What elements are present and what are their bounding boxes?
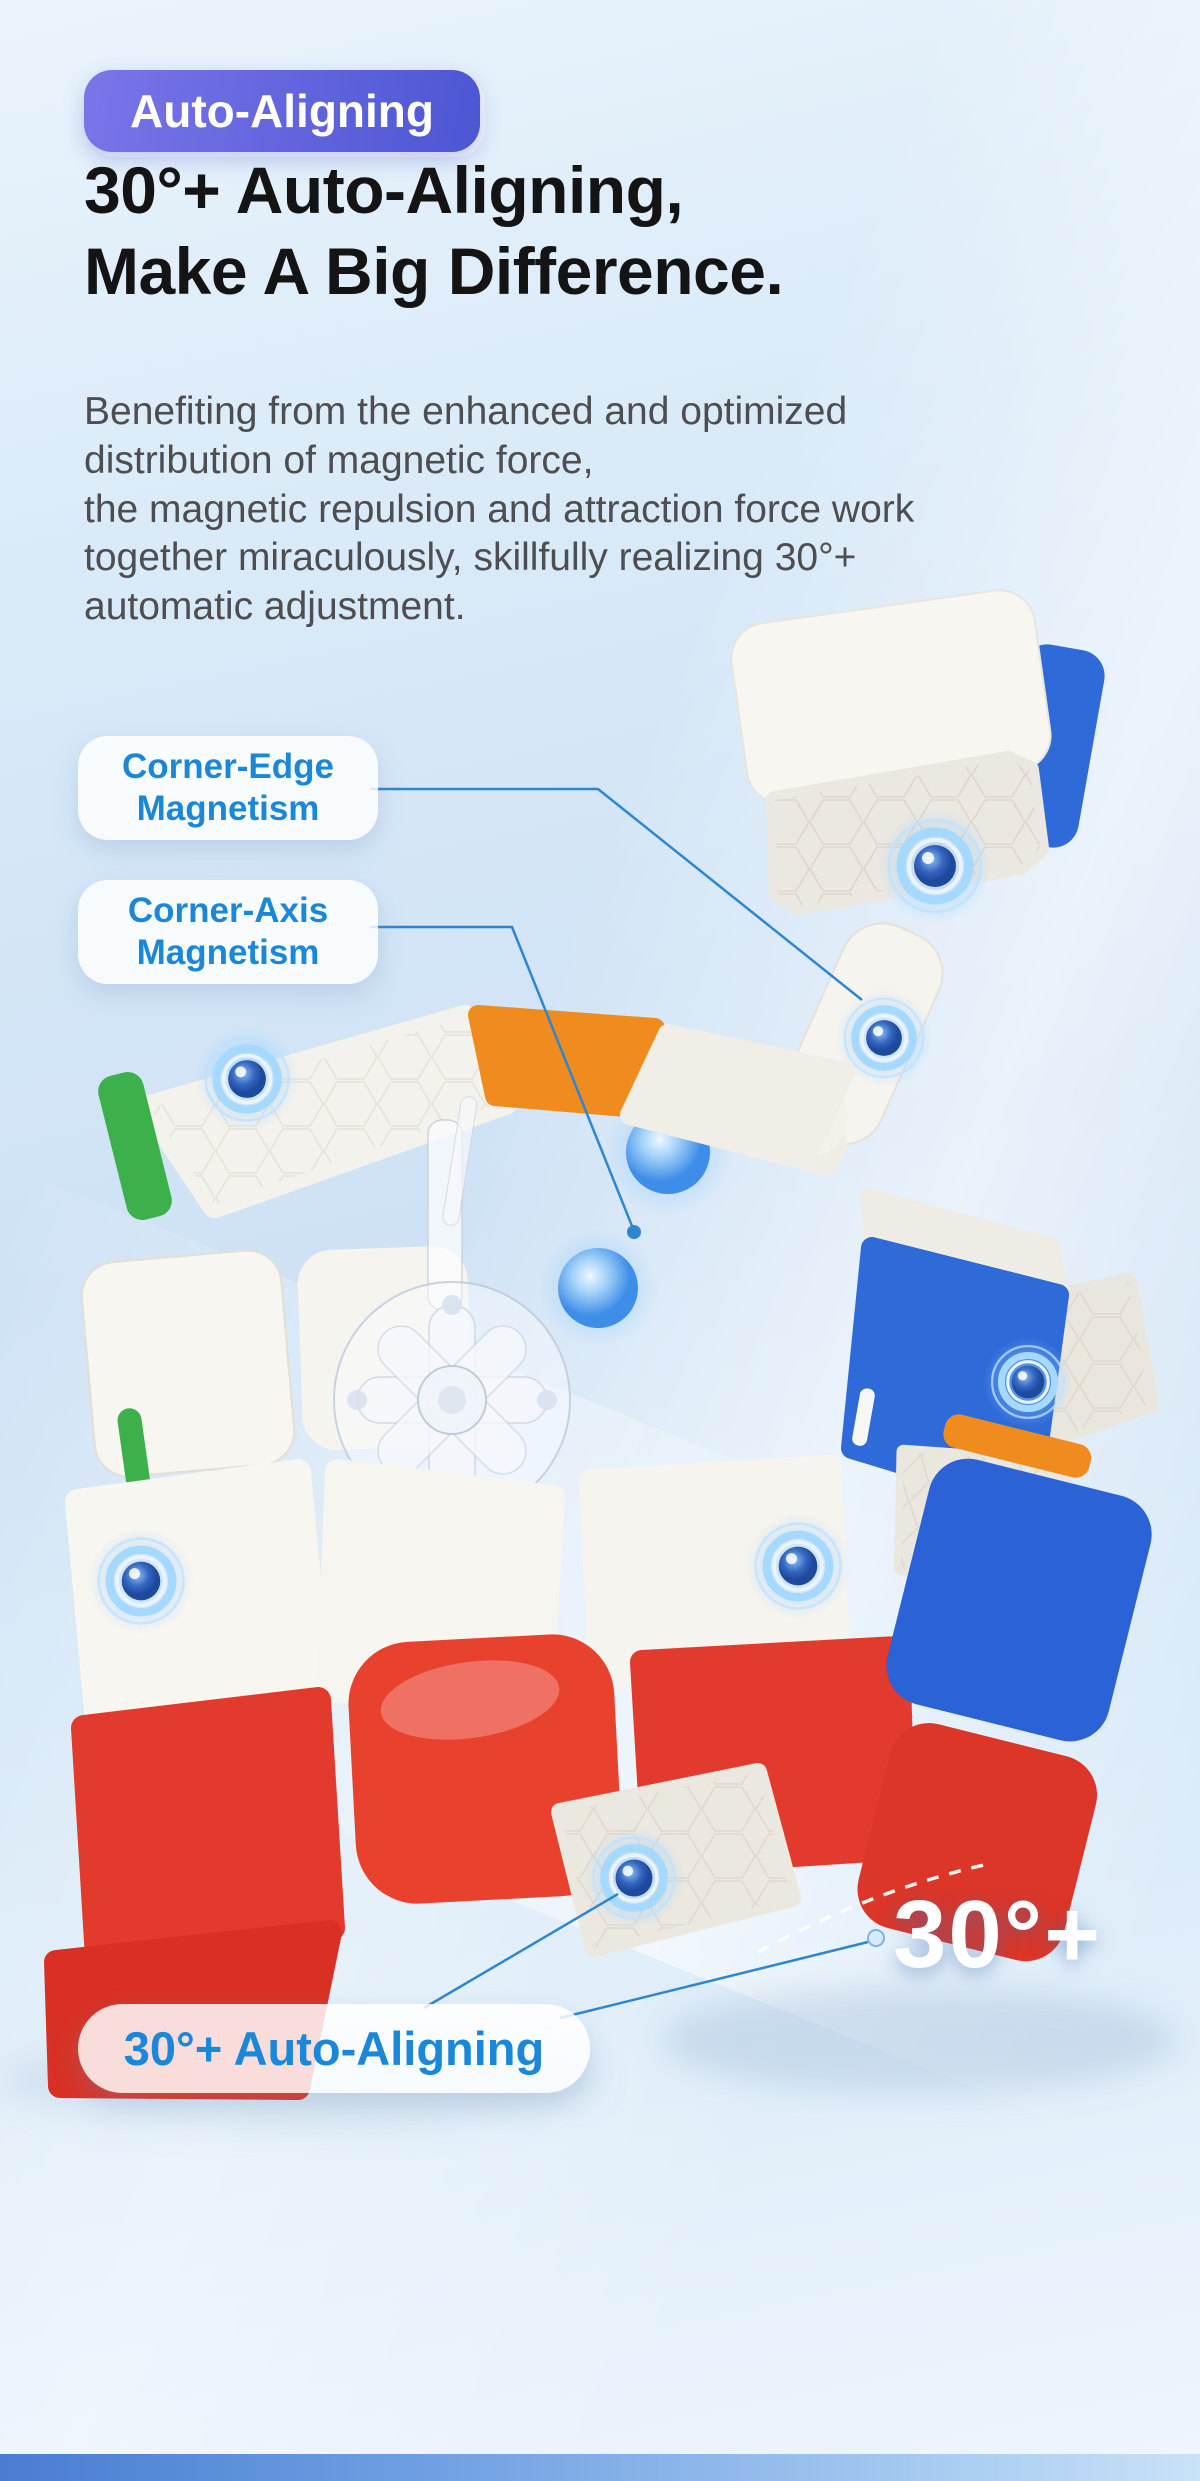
detached-corner-cubie [730,589,1105,924]
magnet-indicator-icon [745,1513,852,1620]
feature-badge-label: Auto-Aligning [130,85,435,137]
rotation-arc [757,1862,989,1954]
leader-dot [867,1929,885,1947]
leader-line-auto-aligning [423,1892,619,2010]
callout-corner-axis-magnetism: Corner-Axis Magnetism [78,880,378,984]
callout-label-line: Magnetism [136,933,320,972]
description-line: together miraculously, skillfully realiz… [84,536,857,580]
feature-badge: Auto-Aligning [84,70,481,152]
magnet-indicator-icon [877,808,993,924]
callout-label-line: Magnetism [136,789,320,828]
callout-corner-edge-magnetism: Corner-Edge Magnetism [78,736,378,840]
magnet-indicator-icon [583,1827,685,1929]
callout-auto-aligning: 30°+ Auto-Aligning [78,2004,590,2093]
leader-dot [627,1225,641,1239]
description-line: Benefiting from the enhanced and optimiz… [84,390,848,433]
magnet-indicator-icon [983,1337,1073,1427]
page-title-line-1: 30°+ Auto-Aligning, [84,153,684,227]
magnet-indicator-icon [195,1027,299,1131]
description-line: the magnetic repulsion and attraction fo… [84,487,915,531]
callout-label-line: Corner-Axis [127,891,329,930]
magnet-ball-icon [558,1248,638,1328]
leader-line-corner-axis [370,925,634,1227]
feature-description: Benefiting from the enhanced and optimiz… [84,388,914,632]
cube-bottom-face [551,1763,801,1957]
page-title: 30°+ Auto-Aligning, Make A Big Differenc… [84,150,784,311]
angle-label: 30°+ [893,1881,1103,1988]
leader-line-corner-edge [370,787,863,1001]
page-title-line-2: Make A Big Difference. [84,233,784,308]
description-line: automatic adjustment. [84,585,466,628]
tilted-corner-cubie [857,1414,1152,1962]
callout-label-line: Corner-Edge [122,747,334,786]
leader-line-angle [559,1940,869,2020]
cube-shadow [660,1986,1180,2094]
callout-label-line: 30°+ Auto-Aligning [123,2022,545,2075]
cube-top-layer [98,1005,855,1220]
core-mechanism [333,1096,658,1519]
bottom-accent-bar [0,2454,1200,2481]
description-line: distribution of magnetic force, [84,438,594,482]
magnet-indicator-icon [88,1528,195,1635]
callout-leader-lines [370,787,869,2020]
